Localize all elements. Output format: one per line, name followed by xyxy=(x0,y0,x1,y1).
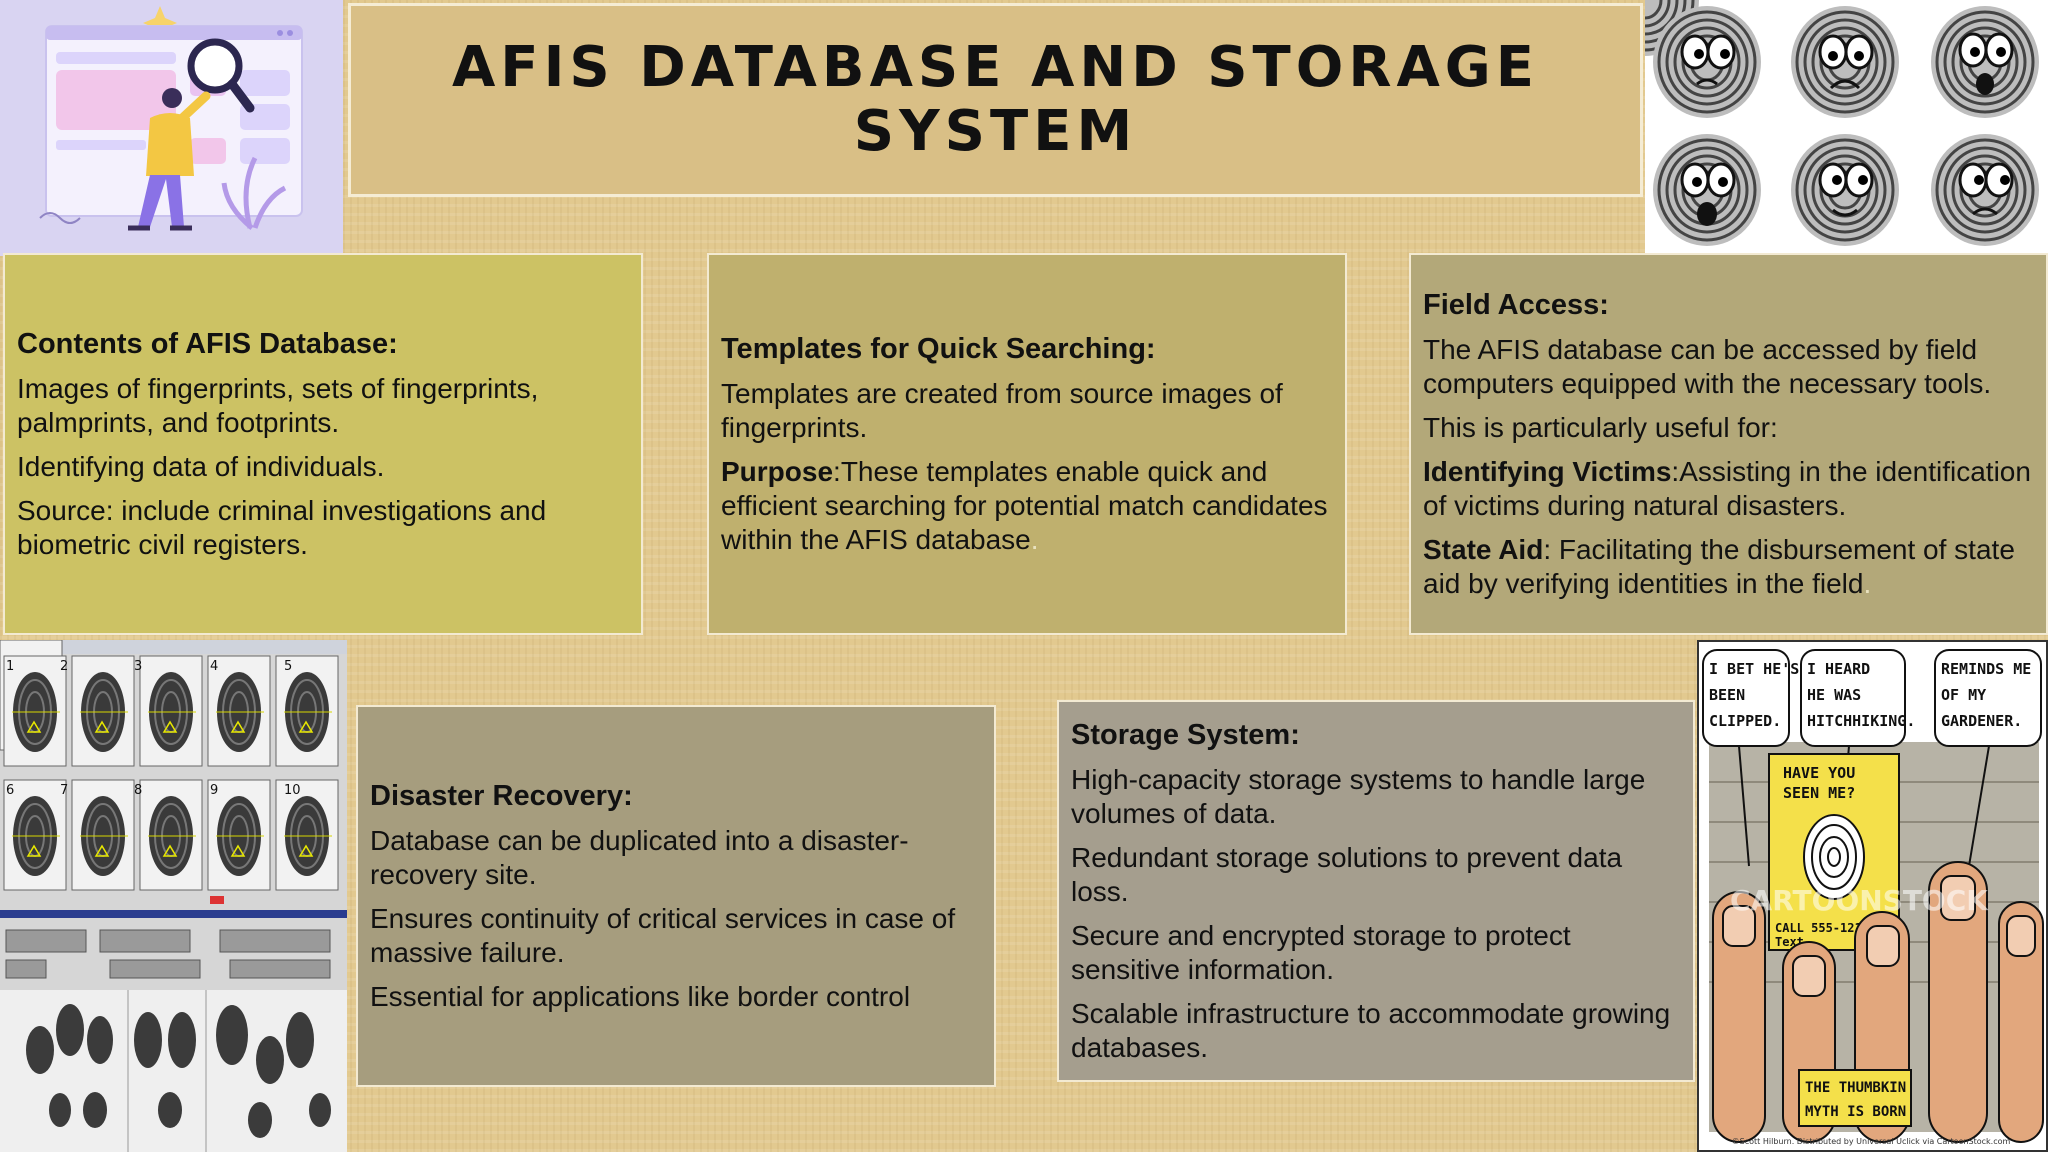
title-banner: AFIS DATABASE AND STORAGE SYSTEM xyxy=(348,3,1643,197)
thumbkin-cartoon: I BET HE'S BEEN CLIPPED. I HEARD HE WAS … xyxy=(1697,640,2048,1152)
caption-line: MYTH IS BORN xyxy=(1805,1104,1906,1120)
poster-line: SEEN ME? xyxy=(1783,784,1855,802)
field-title: Field Access: xyxy=(1423,289,1609,321)
storage-item: Secure and encrypted storage to protect … xyxy=(1071,920,1571,985)
templates-box: Templates for Quick Searching: Templates… xyxy=(707,253,1347,635)
field-aid: State Aid: Facilitating the disbursement… xyxy=(1423,534,2015,599)
field-title-text: Field Access xyxy=(1423,289,1600,321)
aid-text: Facilitating the disbursement of state a… xyxy=(1423,534,2015,599)
field-access-box: Field Access: The AFIS database can be a… xyxy=(1409,253,2048,635)
templates-title-text: Templates for Quick Searching xyxy=(721,333,1146,365)
victims-text: Assisting in the identification of victi… xyxy=(1423,456,2031,521)
disaster-item: Essential for applications like border c… xyxy=(370,981,911,1012)
disaster-item: Ensures continuity of critical services … xyxy=(370,903,956,968)
bubble3-line: GARDENER. xyxy=(1941,712,2022,730)
card-number: 2 xyxy=(60,659,68,674)
card-number: 10 xyxy=(284,783,301,798)
templates-item: Templates are created from source images… xyxy=(721,378,1283,443)
cartoon-watermark: CARTOONSTOCK xyxy=(1730,884,1989,917)
contents-title-text: Contents of AFIS Database xyxy=(17,328,389,360)
purpose-label: Purpose xyxy=(721,456,834,487)
disaster-title-text: Disaster Recovery xyxy=(370,780,624,812)
victims-label: Identifying Victims xyxy=(1423,456,1672,487)
contents-item: Images of fingerprints, sets of fingerpr… xyxy=(17,373,539,438)
cartoon-credit: ©Scott Hilburn. Distributed by Universal… xyxy=(1732,1137,2011,1146)
templates-title: Templates for Quick Searching: xyxy=(721,333,1156,365)
card-number: 3 xyxy=(134,659,142,674)
card-number: 8 xyxy=(134,783,142,798)
purpose-text: These templates enable quick and efficie… xyxy=(721,456,1328,555)
bubble3-line: REMINDS ME xyxy=(1941,660,2031,678)
bubble1-line: CLIPPED. xyxy=(1709,712,1781,730)
bubble1-line: I BET HE'S xyxy=(1709,660,1799,678)
contents-item: Identifying data of individuals. xyxy=(17,451,385,482)
aid-label: State Aid xyxy=(1423,534,1544,565)
fingerprint-cards-image: 1 2 3 4 5 6 7 8 9 10 xyxy=(0,640,347,1152)
card-number: 7 xyxy=(60,783,68,798)
card-number: 4 xyxy=(210,659,218,674)
field-victims: Identifying Victims:Assisting in the ide… xyxy=(1423,456,2031,521)
card-number: 6 xyxy=(6,783,14,798)
contents-item: Source: include criminal investigations … xyxy=(17,495,547,560)
fingerprint-faces-image xyxy=(1645,0,2048,256)
field-item: The AFIS database can be accessed by fie… xyxy=(1423,334,1992,399)
storage-title: Storage System: xyxy=(1071,719,1300,751)
storage-item: Redundant storage solutions to prevent d… xyxy=(1071,842,1623,907)
caption-line: THE THUMBKIN xyxy=(1805,1080,1906,1096)
storage-system-box: Storage System: High-capacity storage sy… xyxy=(1057,700,1695,1082)
storage-title-text: Storage System xyxy=(1071,719,1291,751)
bubble1-line: BEEN xyxy=(1709,686,1745,704)
templates-purpose: Purpose:These templates enable quick and… xyxy=(721,456,1328,555)
field-item: This is particularly useful for: xyxy=(1423,412,1778,443)
bubble2-line: HE WAS xyxy=(1807,686,1861,704)
card-number: 1 xyxy=(6,659,14,674)
disaster-recovery-box: Disaster Recovery: Database can be dupli… xyxy=(356,705,996,1087)
contents-title: Contents of AFIS Database: xyxy=(17,328,398,360)
poster-line: HAVE YOU xyxy=(1783,764,1855,782)
bubble3-line: OF MY xyxy=(1941,686,1986,704)
storage-item: High-capacity storage systems to handle … xyxy=(1071,764,1646,829)
disaster-title: Disaster Recovery: xyxy=(370,780,633,812)
bubble2-line: HITCHHIKING. xyxy=(1807,712,1915,730)
contents-box: Contents of AFIS Database: Images of fin… xyxy=(3,253,643,635)
storage-item: Scalable infrastructure to accommodate g… xyxy=(1071,998,1671,1063)
search-illustration xyxy=(0,0,343,256)
card-number: 9 xyxy=(210,783,218,798)
disaster-item: Database can be duplicated into a disast… xyxy=(370,825,909,890)
card-number: 5 xyxy=(284,659,292,674)
poster-call: CALL 555-1212 xyxy=(1775,921,1869,935)
bubble2-line: I HEARD xyxy=(1807,660,1870,678)
slide-title: AFIS DATABASE AND STORAGE SYSTEM xyxy=(451,35,1540,164)
